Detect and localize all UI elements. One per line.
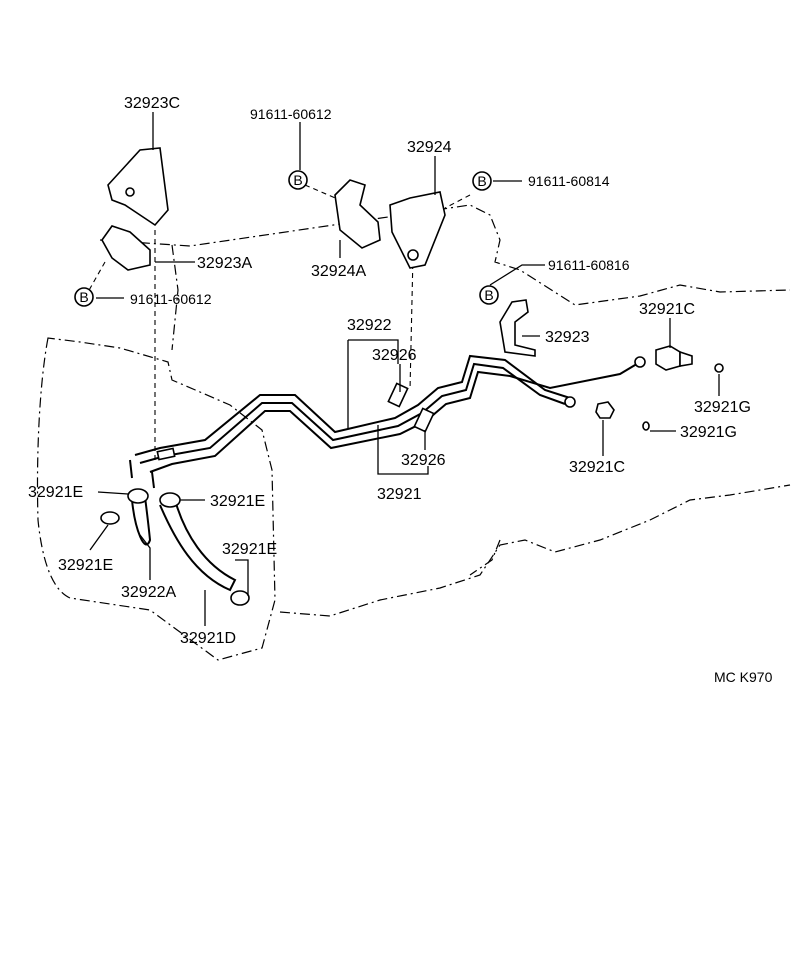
- bolt-marker-icon: B: [74, 287, 94, 307]
- label-32922A: 32922A: [121, 584, 176, 601]
- label-32921E-b: 32921E: [210, 493, 265, 510]
- label-32921E-a: 32921E: [28, 484, 83, 501]
- label-91611-60814: 91611-60814: [528, 173, 610, 189]
- bolt-marker-icon: B: [472, 171, 492, 191]
- label-32921E-d: 32921E: [58, 557, 113, 574]
- label-91611-60612-left: 91611-60612: [130, 291, 212, 307]
- leader-lines: [89, 112, 720, 626]
- label-32921C-upper: 32921C: [639, 301, 695, 318]
- tube-bundle: [129, 354, 646, 489]
- label-91611-60816: 91611-60816: [548, 257, 630, 273]
- label-32921G-lower: 32921G: [680, 424, 737, 441]
- label-32923: 32923: [545, 329, 590, 346]
- label-32922: 32922: [347, 317, 392, 334]
- label-32921: 32921: [377, 486, 422, 503]
- label-32924: 32924: [407, 139, 452, 156]
- label-32926-lower: 32926: [401, 452, 446, 469]
- bolt-marker-icon: B: [479, 285, 499, 305]
- label-32921D: 32921D: [180, 630, 236, 647]
- label-91611-60612-top: 91611-60612: [250, 106, 332, 122]
- label-32923A: 32923A: [197, 255, 252, 272]
- bolt-marker-icon: B: [288, 170, 308, 190]
- footer-code: MC K970: [714, 669, 773, 685]
- part-labels: 32923C 91611-60612 32924 91611-60814 329…: [28, 95, 773, 685]
- fittings: [595, 345, 724, 431]
- label-32923C: 32923C: [124, 95, 180, 112]
- label-32924A: 32924A: [311, 263, 366, 280]
- hoses: [100, 488, 250, 606]
- label-32921G-upper: 32921G: [694, 399, 751, 416]
- bolt-markers: B B B B: [74, 170, 499, 307]
- svg-text:B: B: [477, 173, 486, 189]
- svg-text:B: B: [79, 289, 88, 305]
- label-32921C-lower: 32921C: [569, 459, 625, 476]
- label-32926-upper: 32926: [372, 347, 417, 364]
- svg-text:B: B: [293, 172, 302, 188]
- svg-text:B: B: [484, 287, 493, 303]
- label-32921E-c: 32921E: [222, 541, 277, 558]
- brackets: [101, 147, 536, 433]
- leader-dots: [87, 184, 471, 460]
